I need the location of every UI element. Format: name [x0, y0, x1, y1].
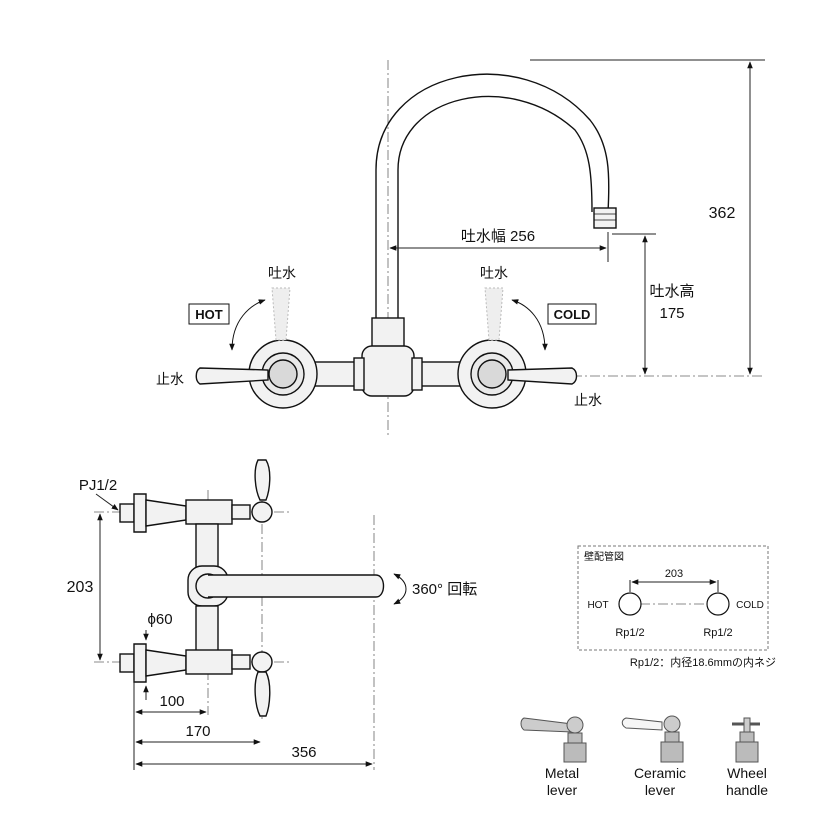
- dim-100-value: 100: [159, 693, 184, 710]
- metal-label-2: lever: [547, 782, 578, 798]
- cold-badge-text: COLD: [554, 307, 591, 322]
- wall-piping-diagram: 壁配管図 203 HOT COLD Rp1/2 Rp1/2 Rp1/2：内径18…: [577, 545, 776, 669]
- total-height-value: 362: [709, 205, 736, 222]
- spout: [375, 73, 617, 320]
- piping-cold: COLD: [736, 600, 764, 611]
- spout-height-value: 175: [659, 305, 684, 322]
- swivel-spout: 360° 回転: [187, 565, 477, 607]
- piping-box: [577, 545, 769, 651]
- piping-spacing-value: 203: [665, 568, 683, 580]
- ceramic-lever-option: Ceramic lever: [621, 715, 686, 798]
- top-lever: [254, 459, 271, 501]
- piping-note: Rp1/2：内径18.6mmの内ネジ: [630, 655, 776, 669]
- cold-valve: [457, 287, 578, 409]
- wheel-label-1: Wheel: [727, 765, 767, 781]
- top-connection: [119, 459, 273, 571]
- cold-stop-label: 止水: [574, 392, 602, 408]
- pj-label: PJ1/2: [79, 477, 117, 494]
- faucet-body: [299, 317, 477, 397]
- cold-badge: [547, 303, 597, 325]
- piping-title: 壁配管図: [584, 550, 624, 563]
- front-view: HOT COLD 吐水 吐水 止水 止水 吐水幅 256 吐水高 175 362: [156, 59, 765, 435]
- ceramic-label-2: lever: [645, 782, 676, 798]
- hot-badge: [188, 303, 230, 325]
- piping-rp-right: Rp1/2: [703, 627, 732, 639]
- hot-lever: [195, 367, 269, 385]
- cold-rotation-arrow: [511, 299, 548, 351]
- spacing-value: 203: [67, 579, 94, 596]
- dim-356-value: 356: [291, 744, 316, 761]
- cold-spout-label: 吐水: [480, 265, 508, 281]
- spout-height-label: 吐水高: [649, 283, 694, 300]
- hot-rotation-arrow: [229, 299, 266, 351]
- hot-badge-text: HOT: [195, 307, 223, 322]
- bottom-lever: [254, 671, 271, 717]
- metal-lever-option: Metal lever: [520, 716, 587, 798]
- rotation-label: 360° 回転: [412, 581, 477, 598]
- hot-stop-label: 止水: [156, 371, 184, 387]
- cold-pipe-hole: [706, 592, 730, 616]
- ceramic-label-1: Ceramic: [634, 765, 686, 781]
- hot-spout-label: 吐水: [268, 265, 296, 281]
- reach-label: 吐水幅 256: [461, 228, 535, 245]
- rotation-arrow: [393, 573, 407, 605]
- pj-leader: [95, 493, 119, 511]
- dim-170-value: 170: [185, 723, 210, 740]
- cold-lever: [507, 367, 578, 385]
- diameter-label: ϕ60: [147, 611, 172, 628]
- hot-lever-ghost: [271, 287, 291, 341]
- hot-valve: [195, 287, 318, 409]
- wheel-label-2: handle: [726, 782, 768, 798]
- side-view: 360° 回転 PJ1/2 203 ϕ60 100 170 356: [67, 459, 477, 770]
- cold-lever-ghost: [484, 287, 504, 341]
- piping-rp-left: Rp1/2: [615, 627, 644, 639]
- piping-hot: HOT: [587, 600, 608, 611]
- hot-pipe-hole: [618, 592, 642, 616]
- metal-label-1: Metal: [545, 765, 579, 781]
- wheel-handle-option: Wheel handle: [726, 717, 768, 798]
- bottom-connection: [119, 605, 273, 717]
- handle-options: Metal lever Ceramic lever Wheel handle: [520, 715, 768, 798]
